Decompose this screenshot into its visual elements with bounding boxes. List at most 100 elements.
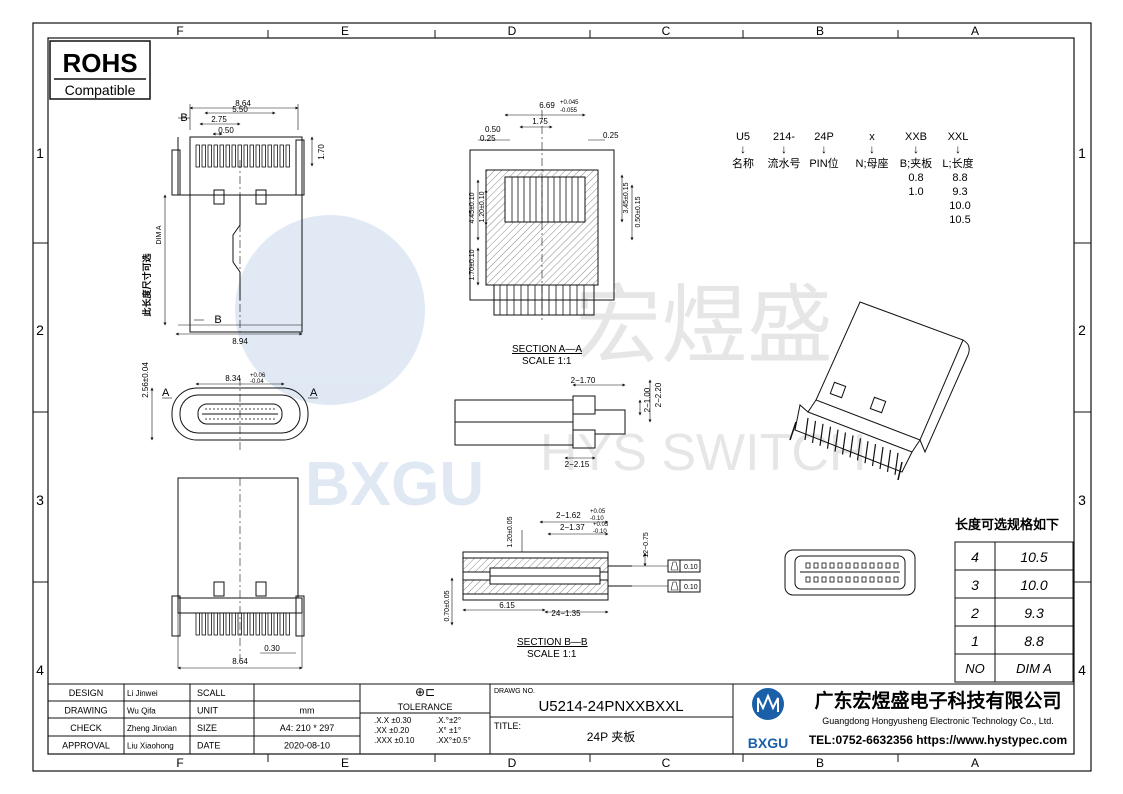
arrow-down-icon: ↓ [869, 142, 875, 156]
dim-6-69-minus: -0.055 [560, 108, 578, 114]
role-field: SCALL [197, 688, 226, 698]
role-name: Li Jinwei [127, 689, 158, 698]
pin [201, 612, 206, 636]
part-code-segment: x [869, 131, 875, 143]
pin [267, 612, 272, 636]
grid-col-bottom-a: A [971, 756, 979, 770]
pin [861, 576, 867, 583]
drawing-no: U5214-24PNXXBXXL [538, 698, 683, 715]
dim-3-45: 3.45±0.15 [623, 182, 630, 213]
grid-col-bottom-e: E [341, 756, 349, 770]
company-logo: BXGU [748, 688, 788, 751]
watermark-brand-en: HYS SWITCH [540, 424, 866, 482]
drawing-no-label: DRAWG NO. [494, 688, 535, 695]
grid-row-left-2: 2 [36, 322, 44, 338]
dim-0-25-right: 0.25 [603, 131, 619, 140]
pin [885, 576, 891, 583]
dim-1-20: 1.20±0.10 [479, 191, 486, 222]
pin [861, 562, 867, 569]
part-code-legend: U5↓名称214-↓流水号24P↓PIN位x↓N;母座XXB↓B;夹板0.81.… [732, 131, 974, 226]
dim-2-2-20: 2−2.20 [654, 382, 663, 407]
role-label: APPROVAL [62, 741, 110, 751]
grid-col-bottom-f: F [176, 756, 183, 770]
section-b-marker-bottom: B [214, 314, 221, 326]
part-code-option: 10.0 [949, 200, 970, 212]
side-view-labels: 2−1.70 2−1.00 2−2.20 2−2.15 [565, 376, 663, 469]
arrow-down-icon: ↓ [913, 142, 919, 156]
dim-8-64-bottom: 8.64 [232, 657, 248, 666]
role-name: Zheng Jinxian [127, 724, 177, 733]
watermark: BXGU 宏煜盛 HYS SWITCH [235, 215, 866, 519]
top-view-labels: 8.64 5.50 2.75 0.50 1.70 8.94 DIM A 此长度尺… [141, 99, 326, 346]
grid-row-left-4: 4 [36, 662, 44, 678]
grid-row-left-1: 1 [36, 145, 44, 161]
bottom-view [171, 477, 305, 670]
pin [894, 452, 899, 475]
pin [886, 449, 892, 472]
section-b-scale: SCALE 1:1 [527, 649, 577, 660]
pin [821, 576, 827, 583]
part-code-option: 8.8 [952, 172, 967, 184]
tolerance-angular: .X° ±1° [436, 726, 461, 735]
pin [885, 562, 891, 569]
pin [811, 420, 817, 443]
bottom-view-labels: 8.64 0.30 [232, 644, 280, 666]
role-field: SIZE [197, 723, 217, 733]
section-b-view [450, 520, 701, 626]
pin [845, 562, 851, 569]
length-row-no: 2 [970, 605, 979, 621]
arrow-down-icon: ↓ [781, 142, 787, 156]
pin [279, 612, 284, 636]
grid-col-top-d: D [508, 24, 517, 38]
pin [834, 429, 839, 452]
part-code-segment: XXL [948, 131, 969, 143]
grid-col-bottom-d: D [508, 756, 517, 770]
watermark-logo-text: BXGU [305, 450, 484, 519]
section-a-marker-right: A [310, 387, 318, 399]
length-row-no: 1 [971, 633, 979, 649]
company-name-cn: 广东宏煜盛电子科技有限公司 [814, 689, 1061, 712]
arrow-down-icon: ↓ [740, 142, 746, 156]
pin [813, 562, 819, 569]
dim-2-75: 2.75 [211, 115, 227, 124]
side-view [454, 379, 652, 460]
grid-col-bottom-c: C [662, 756, 671, 770]
dim-0-50-right: 0.50±0.15 [635, 196, 642, 227]
pin [893, 562, 899, 569]
role-label: DESIGN [69, 688, 104, 698]
dim-2-1-62: 2−1.62 [556, 511, 581, 520]
length-row-value: 9.3 [1024, 605, 1044, 621]
dim-1-75: 1.75 [532, 117, 548, 126]
dim-8-94: 8.94 [232, 337, 248, 346]
part-code-segment: 24P [814, 131, 834, 143]
rohs-title: ROHS [62, 48, 137, 78]
arrow-down-icon: ↓ [955, 142, 961, 156]
front-small-view [784, 549, 916, 596]
pin [819, 423, 824, 446]
part-code-meaning: 流水号 [768, 156, 801, 170]
dim-24-1-35: 24−1.35 [551, 609, 581, 618]
pin [829, 576, 835, 583]
dim-0-25-left: 0.25 [480, 134, 496, 143]
pin [853, 576, 859, 583]
grid-col-top-f: F [176, 24, 183, 38]
isometric-view [789, 301, 970, 481]
top-view [163, 104, 314, 336]
company-name-en: Guangdong Hongyusheng Electronic Technol… [822, 716, 1054, 726]
dim-6-69: 6.69 [539, 101, 555, 110]
grid-col-top-b: B [816, 24, 824, 38]
pin [273, 612, 278, 636]
pin [813, 576, 819, 583]
pin [207, 612, 212, 636]
pin [879, 446, 884, 470]
length-table-title: 长度可选规格如下 [955, 517, 1059, 532]
tolerance-title: TOLERANCE [398, 702, 453, 712]
pin [841, 432, 847, 455]
dim-0-50-top: 0.50 [218, 126, 234, 135]
rohs-badge: ROHS Compatible [49, 40, 151, 100]
dim-6-15: 6.15 [499, 601, 515, 610]
pin [845, 576, 851, 583]
dim-2-1-62-minus: -0.10 [590, 516, 604, 522]
